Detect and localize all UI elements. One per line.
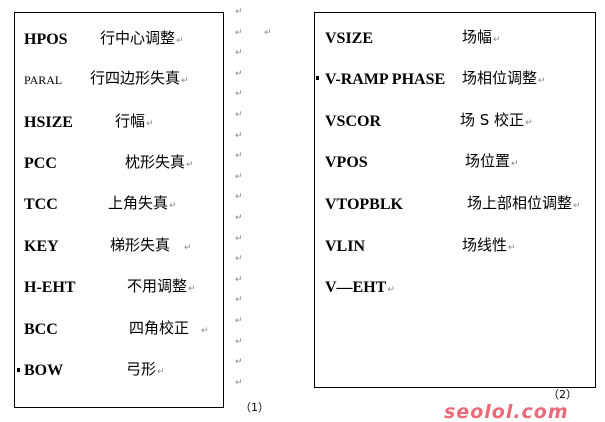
right-desc-4-cell: 场上部相位调整↵ <box>467 196 581 211</box>
paragraph-mark-icon: ↵ <box>508 243 516 253</box>
paragraph-mark-icon: ↵ <box>235 295 243 306</box>
paragraph-mark-icon: ↵ <box>387 285 395 295</box>
paragraph-mark-icon: ↵ <box>525 118 533 128</box>
paragraph-mark-icon: ↵ <box>235 89 243 100</box>
paragraph-mark-icon: ↵ <box>235 171 243 182</box>
right-desc-0: 场幅 <box>462 28 493 46</box>
left-code-7: BCC <box>24 321 58 338</box>
right-desc-4: 场上部相位调整 <box>467 194 573 212</box>
paragraph-mark-icon: ↵ <box>188 284 196 294</box>
left-desc-8-cell: 弓形↵ <box>126 362 165 377</box>
left-desc-3: 枕形失真 <box>125 153 186 171</box>
left-desc-2-cell: 行幅↵ <box>115 114 154 129</box>
left-desc-5: 梯形失真 <box>110 236 171 254</box>
left-desc-1: 行四边形失真 <box>90 69 181 87</box>
paragraph-mark-icon: ↵ <box>235 27 243 38</box>
paragraph-mark-icon: ↵ <box>181 76 189 86</box>
paragraph-mark-icon: ↵ <box>157 367 165 377</box>
right-desc-3: 场位置 <box>465 152 511 170</box>
right-desc-0-cell: 场幅↵ <box>462 30 501 45</box>
left-desc-0-cell: 行中心调整↵ <box>100 31 184 46</box>
paragraph-mark-icon: ↵ <box>235 192 243 203</box>
paragraph-mark-icon: ↵ <box>235 336 243 347</box>
paragraph-mark-icon: ↵ <box>235 130 243 141</box>
paragraph-mark-icon: ↵ <box>186 160 194 170</box>
caption-1: （1） <box>240 401 269 414</box>
right-desc-3-cell: 场位置↵ <box>465 154 519 169</box>
paragraph-mark-icon: ↵ <box>146 119 154 129</box>
left-code-8: BOW <box>24 362 64 379</box>
paragraph-mark-icon: ↵ <box>184 243 192 253</box>
right-desc-2-cell: 场 S 校正↵ <box>460 113 533 128</box>
left-desc-6: 不用调整 <box>127 277 188 295</box>
left-code-5: KEY <box>24 238 59 255</box>
paragraph-mark-icon: ↵ <box>235 274 243 285</box>
paragraph-mark-icon: ↵ <box>573 201 581 211</box>
left-desc-2: 行幅 <box>115 112 146 130</box>
right-desc-5: 场线性 <box>462 236 508 254</box>
right-desc-2: 场 S 校正 <box>460 111 525 129</box>
left-desc-7: 四角校正 <box>129 319 190 337</box>
bullet-mark <box>17 368 20 372</box>
right-code-6: V—EHT <box>325 279 387 296</box>
bullet-mark <box>316 76 319 80</box>
paragraph-mark-icon: ↵ <box>235 213 243 223</box>
left-desc-4-cell: 上角失真↵ <box>108 196 177 211</box>
left-desc-3-cell: 枕形失真↵ <box>125 155 194 170</box>
right-code-3: VPOS <box>325 154 368 171</box>
paragraph-mark-icon: ↵ <box>201 326 209 336</box>
left-desc-0: 行中心调整 <box>100 29 176 47</box>
right-code-6-cell: V—EHT↵ <box>325 280 395 296</box>
left-desc-8: 弓形 <box>126 360 157 378</box>
left-table-box <box>14 12 224 408</box>
right-code-1: V-RAMP PHASE <box>325 71 446 88</box>
paragraph-mark-icon: ↵ <box>235 357 243 368</box>
left-code-6: H-EHT <box>24 279 76 296</box>
left-code-4: TCC <box>24 196 58 213</box>
right-desc-5-cell: 场线性↵ <box>462 238 516 253</box>
paragraph-mark-icon: ↵ <box>235 7 243 17</box>
right-code-2: VSCOR <box>325 113 382 130</box>
paragraph-mark-icon: ↵ <box>235 151 243 162</box>
paragraph-mark-icon: ↵ <box>235 48 243 59</box>
paragraph-mark-icon: ↵ <box>493 35 501 45</box>
right-code-0: VSIZE <box>325 30 374 47</box>
paragraph-mark-icon: ↵ <box>169 201 177 211</box>
paragraph-mark-icon: ↵ <box>235 316 243 326</box>
left-code-2: HSIZE <box>24 114 73 131</box>
right-code-4: VTOPBLK <box>325 196 403 213</box>
paragraph-mark-icon: ↵ <box>511 159 519 169</box>
caption-2: （2） <box>548 388 577 401</box>
left-desc-1-cell: 行四边形失真↵ <box>90 71 189 86</box>
left-desc-5-cell: 梯形失真 ↵ <box>110 238 192 253</box>
watermark-logo: seolol.com <box>444 401 569 422</box>
right-desc-1: 场相位调整 <box>462 69 538 87</box>
paragraph-mark-icon: ↵ <box>235 110 243 120</box>
paragraph-mark-icon: ↵ <box>235 254 243 265</box>
left-code-0: HPOS <box>24 31 68 48</box>
right-desc-1-cell: 场相位调整↵ <box>462 71 546 86</box>
paragraph-mark-icon: ↵ <box>235 68 243 79</box>
left-code-1: PARAL <box>24 73 63 87</box>
left-desc-6-cell: 不用调整↵ <box>127 279 196 294</box>
right-table-box <box>314 12 596 388</box>
paragraph-mark-icon: ↵ <box>176 36 184 46</box>
paragraph-mark-icon: ↵ <box>235 233 243 244</box>
paragraph-mark-icon: ↵ <box>235 377 243 388</box>
left-desc-7-cell: 四角校正 ↵ <box>129 321 209 336</box>
right-code-5: VLIN <box>325 238 366 255</box>
left-code-3: PCC <box>24 155 57 172</box>
paragraph-mark-icon: ↵ <box>538 76 546 86</box>
paragraph-mark-icon: ↵ <box>264 28 272 38</box>
left-desc-4: 上角失真 <box>108 194 169 212</box>
